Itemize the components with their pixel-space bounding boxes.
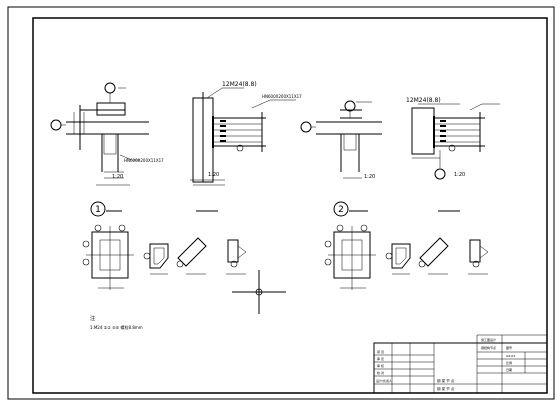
detail-1-elev-beam-note: HN600X200X11X17: [262, 94, 302, 99]
detail-1-elev-scale: 1:20: [208, 172, 219, 178]
grid-bubble: [300, 121, 312, 133]
title-block-row4: GZ-03: [506, 354, 515, 358]
sheet-outer-border: [7, 6, 555, 400]
detail-1-beam-note: HN600X200X11X17: [124, 158, 164, 163]
detail-1-bolt-note: 12M24(8.8): [222, 81, 257, 88]
detail-2-plan: [300, 100, 382, 179]
detail-marker-2-label: 2: [338, 205, 344, 215]
title-block-bottom-left: 钢 梁 节 点: [437, 378, 455, 383]
detail-2-bolt-note: 12M24(8.8): [406, 97, 441, 104]
detail-marker-2-circle: [333, 201, 349, 217]
title-block-left-label-0: 项 目: [377, 350, 384, 354]
note-line: 1.M24 ②② ⑤⑤ 螺栓8.8mm: [90, 324, 143, 330]
section-group-right: [324, 224, 489, 290]
title-block-left-label-2: 审 核: [377, 363, 384, 368]
title-block-row2-left: 钢结构节点: [481, 345, 496, 350]
grid-bubble: [104, 82, 116, 94]
detail-marker-1-label: 1: [95, 205, 101, 215]
title-block-left-label-4: 设计/负责人: [376, 378, 392, 383]
note-title: 注: [90, 315, 95, 322]
detail-1-elevation: [190, 87, 296, 186]
grid-bubble: [50, 119, 62, 131]
title-block-row6: 日期: [506, 367, 512, 372]
detail-marker-1-circle: [90, 201, 106, 217]
title-block-row5: 比例: [506, 360, 512, 365]
detail-2-elev-scale: 1:20: [454, 172, 465, 178]
title-block-left-label-3: 校 对: [377, 370, 384, 375]
title-block-row2-right: 图号: [506, 345, 512, 350]
title-block-bottom-mid: 钢 梁 节 点: [437, 386, 455, 391]
section-group-left: [82, 224, 247, 290]
detail-2-scale: 1:20: [364, 174, 375, 180]
title-block-label-top-right: 施工图设计: [481, 337, 496, 342]
center-crosshair: [232, 270, 286, 314]
detail-1-scale: 1:20: [112, 174, 123, 180]
sheet-inner-frame: [32, 17, 548, 394]
detail-1-plan: [50, 82, 149, 186]
title-block: [373, 334, 548, 394]
grid-bubble: [434, 168, 446, 180]
title-block-left-label-1: 审 定: [377, 356, 384, 361]
detail-2-elevation: [411, 103, 500, 180]
